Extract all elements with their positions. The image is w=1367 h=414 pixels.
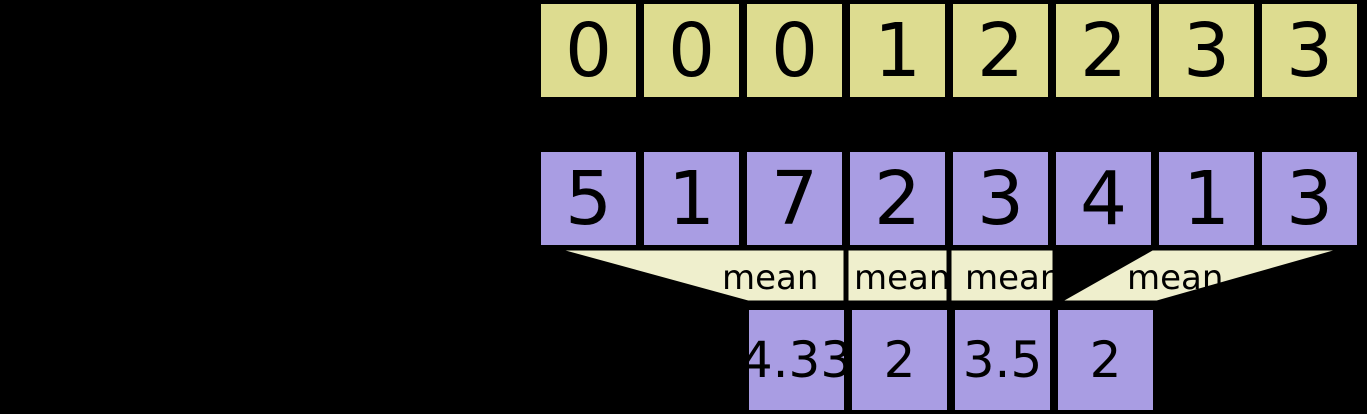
segment-id-cell: 3 [1155,0,1258,101]
segment-id-cell: 2 [949,0,1052,101]
segment-id-cell: 0 [743,0,846,101]
mean-label: mean [854,258,951,298]
value-cell: 3 [1258,148,1361,249]
output-cell: 2 [1054,306,1157,414]
segment-id-cell: 0 [640,0,743,101]
output-cell: 2 [848,306,951,414]
value-cell: 2 [846,148,949,249]
mean-label: mean [1127,258,1224,298]
segment-id-cell: 2 [1052,0,1155,101]
mean-label: mean [722,258,819,298]
value-cell: 3 [949,148,1052,249]
value-cell: 1 [640,148,743,249]
segment-id-cell: 1 [846,0,949,101]
value-cell: 4 [1052,148,1155,249]
value-cell: 7 [743,148,846,249]
segment-id-cell: 0 [537,0,640,101]
output-cell: 4.33 [741,306,852,414]
mean-label: mean [965,258,1062,298]
value-cell: 5 [537,148,640,249]
value-cell: 1 [1155,148,1258,249]
segment-id-cell: 3 [1258,0,1361,101]
output-cell: 3.5 [951,306,1054,414]
